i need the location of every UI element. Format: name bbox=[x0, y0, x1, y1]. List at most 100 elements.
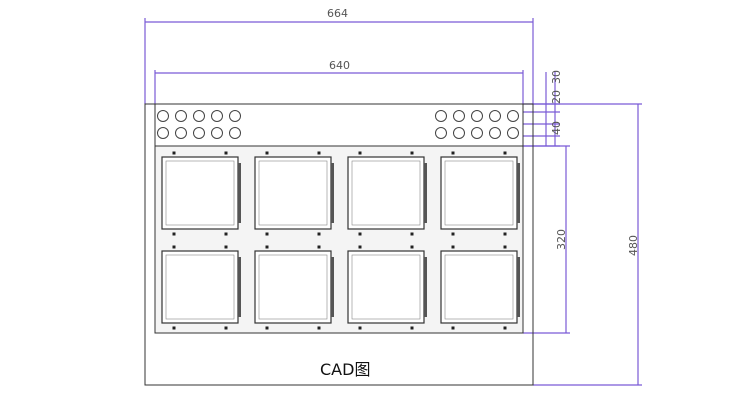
dim-label-30: 30 bbox=[550, 70, 563, 84]
screw-point bbox=[410, 245, 414, 249]
screw-point bbox=[503, 326, 507, 330]
display-module bbox=[254, 151, 334, 236]
display-module bbox=[161, 245, 241, 330]
module-inner-outline bbox=[444, 160, 514, 226]
mounting-holes bbox=[157, 110, 519, 139]
drawing-caption: CAD图 bbox=[320, 360, 371, 379]
dimension-overall-width: 664 bbox=[144, 7, 534, 104]
screw-point bbox=[172, 326, 176, 330]
mounting-hole bbox=[471, 127, 483, 139]
screw-point bbox=[358, 232, 362, 236]
display-module bbox=[347, 151, 427, 236]
dim-label-40: 40 bbox=[550, 121, 563, 135]
screw-point bbox=[265, 245, 269, 249]
mounting-hole bbox=[453, 127, 465, 139]
screw-point bbox=[265, 326, 269, 330]
dim-label-480: 480 bbox=[627, 235, 640, 256]
screw-point bbox=[451, 151, 455, 155]
mounting-hole bbox=[435, 127, 447, 139]
dim-label-20: 20 bbox=[550, 90, 563, 104]
screw-point bbox=[317, 232, 321, 236]
dimension-inner-height: 320 bbox=[523, 145, 570, 334]
hole-strip bbox=[154, 103, 524, 147]
module-inner-outline bbox=[165, 160, 235, 226]
screw-point bbox=[172, 151, 176, 155]
screw-point bbox=[224, 326, 228, 330]
screw-point bbox=[224, 151, 228, 155]
display-module bbox=[440, 151, 520, 236]
module-connector bbox=[424, 163, 427, 223]
dim-label-320: 320 bbox=[555, 229, 568, 250]
mounting-hole bbox=[453, 110, 465, 122]
mounting-hole bbox=[175, 110, 187, 122]
mounting-hole bbox=[193, 127, 205, 139]
module-inner-outline bbox=[351, 254, 421, 320]
module-inner-outline bbox=[351, 160, 421, 226]
module-connector bbox=[331, 257, 334, 317]
mounting-hole bbox=[175, 127, 187, 139]
mounting-hole bbox=[435, 110, 447, 122]
module-inner-outline bbox=[165, 254, 235, 320]
screw-point bbox=[317, 245, 321, 249]
screw-point bbox=[224, 232, 228, 236]
mounting-hole bbox=[489, 110, 501, 122]
screw-point bbox=[358, 151, 362, 155]
screw-point bbox=[451, 326, 455, 330]
mounting-hole bbox=[489, 127, 501, 139]
module-inner-outline bbox=[444, 254, 514, 320]
screw-point bbox=[410, 151, 414, 155]
screw-point bbox=[172, 232, 176, 236]
display-module bbox=[347, 245, 427, 330]
dim-label-664: 664 bbox=[327, 7, 348, 20]
screw-point bbox=[172, 245, 176, 249]
screw-point bbox=[317, 326, 321, 330]
module-connector bbox=[238, 163, 241, 223]
screw-point bbox=[317, 151, 321, 155]
mounting-hole bbox=[471, 110, 483, 122]
module-outline bbox=[440, 250, 518, 324]
module-connector bbox=[424, 257, 427, 317]
display-module bbox=[161, 151, 241, 236]
mounting-hole bbox=[211, 127, 223, 139]
mounting-hole bbox=[211, 110, 223, 122]
module-connector bbox=[517, 257, 520, 317]
screw-point bbox=[410, 232, 414, 236]
screw-point bbox=[503, 245, 507, 249]
screw-point bbox=[451, 245, 455, 249]
module-inner-outline bbox=[258, 254, 328, 320]
screw-point bbox=[503, 232, 507, 236]
module-connector bbox=[517, 163, 520, 223]
module-inner-outline bbox=[258, 160, 328, 226]
screw-point bbox=[358, 326, 362, 330]
screw-point bbox=[265, 232, 269, 236]
display-module bbox=[254, 245, 334, 330]
module-outline bbox=[161, 156, 239, 230]
module-outline bbox=[161, 250, 239, 324]
screw-point bbox=[451, 232, 455, 236]
mounting-hole bbox=[157, 110, 169, 122]
mounting-hole bbox=[193, 110, 205, 122]
mounting-hole bbox=[229, 110, 241, 122]
mounting-hole bbox=[157, 127, 169, 139]
display-module bbox=[440, 245, 520, 330]
module-connector bbox=[331, 163, 334, 223]
module-outline bbox=[347, 156, 425, 230]
module-grid bbox=[161, 151, 520, 330]
dimension-right-stack: 20 30 40 bbox=[523, 70, 563, 147]
module-outline bbox=[347, 250, 425, 324]
screw-point bbox=[358, 245, 362, 249]
mounting-hole bbox=[507, 127, 519, 139]
screw-point bbox=[265, 151, 269, 155]
mounting-hole bbox=[229, 127, 241, 139]
screw-point bbox=[503, 151, 507, 155]
screw-point bbox=[224, 245, 228, 249]
dimension-overall-height: 480 bbox=[533, 103, 642, 386]
dimension-inner-width: 640 bbox=[154, 59, 524, 104]
module-outline bbox=[440, 156, 518, 230]
mounting-hole bbox=[507, 110, 519, 122]
module-outline bbox=[254, 156, 332, 230]
module-connector bbox=[238, 257, 241, 317]
screw-point bbox=[410, 326, 414, 330]
dim-label-640: 640 bbox=[329, 59, 350, 72]
